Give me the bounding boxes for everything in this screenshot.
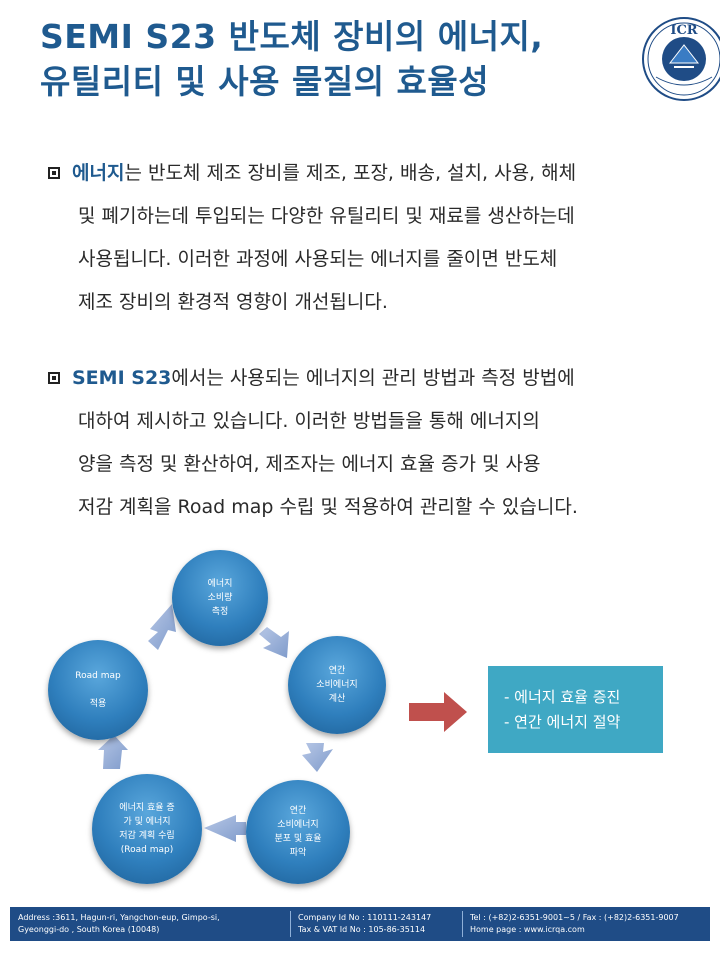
paragraph-1-line-2: 및 폐기하는데 투입되는 다양한 유틸리티 및 재료를 생산하는데 <box>78 205 575 227</box>
paragraph-2-line-2: 대하여 제시하고 있습니다. 이러한 방법들을 통해 에너지의 <box>78 410 540 432</box>
cycle-node-distribution-label: 연간 소비에너지 분포 및 효율 파악 <box>274 806 322 858</box>
footer-tax-id: Tax & VAT Id No : 105-86-35114 <box>298 925 426 934</box>
result-item-saving: - 연간 에너지 절약 <box>504 712 621 731</box>
cycle-node-roadmap-plan-label: 에너지 효율 증 가 및 에너지 저감 계획 수립 (Road map) <box>119 803 175 855</box>
page-title: SEMI S23 반도체 장비의 에너지, 유틸리티 및 사용 물질의 효율성 <box>40 14 640 104</box>
cycle-arrow-3-icon <box>204 815 246 842</box>
cycle-node-annual-calc-label: 연간 소비에너지 계산 <box>316 666 358 704</box>
logo-text: ICR <box>670 23 697 38</box>
paragraph-1-line-4: 제조 장비의 환경적 영향이 개선됩니다. <box>78 291 388 313</box>
cycle-arrow-4-icon <box>98 735 128 769</box>
paragraph-semi-s23: SEMI S23에서는 사용되는 에너지의 관리 방법과 측정 방법에 대하여 … <box>48 357 688 529</box>
paragraph-energy: 에너지는 반도체 제조 장비를 제조, 포장, 배송, 설치, 사용, 해체 및… <box>48 152 688 324</box>
paragraph-1-line-1-text: 는 반도체 제조 장비를 제조, 포장, 배송, 설치, 사용, 해체 <box>124 162 577 184</box>
cycle-node-roadmap-apply: Road map 적용 <box>48 640 148 740</box>
cycle-arrow-2-icon <box>302 743 333 772</box>
paragraph-1-line-3: 사용됩니다. 이러한 과정에 사용되는 에너지를 줄이면 반도체 <box>78 248 558 270</box>
footer-contact: Tel : (+82)2-6351-9001~5 / Fax : (+82)2-… <box>470 912 679 936</box>
energy-highlight: 에너지 <box>72 162 125 184</box>
footer-address-line-1: Address :3611, Hagun-ri, Yangchon-eup, G… <box>18 913 220 922</box>
cycle-node-roadmap-plan: 에너지 효율 증 가 및 에너지 저감 계획 수립 (Road map) <box>92 774 202 884</box>
title-line-2: 유틸리티 및 사용 물질의 효율성 <box>40 62 490 101</box>
footer-divider <box>462 911 463 937</box>
footer-divider <box>290 911 291 937</box>
square-bullet-icon <box>48 372 60 384</box>
cycle-node-roadmap-apply-label: Road map 적용 <box>75 671 121 709</box>
cycle-node-measure-label: 에너지 소비량 측정 <box>207 579 233 617</box>
cycle-arrow-1-icon <box>259 627 289 658</box>
paragraph-2-line-3: 양을 측정 및 환산하여, 제조자는 에너지 효율 증가 및 사용 <box>78 453 541 475</box>
paragraph-1-line-1: 에너지는 반도체 제조 장비를 제조, 포장, 배송, 설치, 사용, 해체 <box>48 152 688 195</box>
result-arrow-icon <box>409 692 467 732</box>
cycle-node-distribution: 연간 소비에너지 분포 및 효율 파악 <box>246 780 350 884</box>
cycle-node-measure: 에너지 소비량 측정 <box>172 550 268 646</box>
square-bullet-icon <box>48 167 60 179</box>
cycle-node-annual-calc: 연간 소비에너지 계산 <box>288 636 386 734</box>
cycle-arrow-5-icon <box>148 604 176 650</box>
result-item-efficiency: - 에너지 효율 증진 <box>504 687 621 706</box>
semi-s23-highlight: SEMI S23 <box>72 367 172 389</box>
paragraph-2-line-1-text: 에서는 사용되는 에너지의 관리 방법과 측정 방법에 <box>171 367 575 389</box>
paragraph-2-line-1: SEMI S23에서는 사용되는 에너지의 관리 방법과 측정 방법에 <box>48 357 688 400</box>
footer-company: Company Id No : 110111-243147 Tax & VAT … <box>298 912 431 936</box>
footer: Address :3611, Hagun-ri, Yangchon-eup, G… <box>10 907 710 941</box>
icr-logo: ICR <box>642 17 720 101</box>
result-box: - 에너지 효율 증진 - 연간 에너지 절약 <box>488 666 663 753</box>
footer-company-id: Company Id No : 110111-243147 <box>298 913 432 922</box>
cycle-diagram-arrows <box>98 604 467 842</box>
footer-address: Address :3611, Hagun-ri, Yangchon-eup, G… <box>18 912 220 936</box>
title-line-1: SEMI S23 반도체 장비의 에너지, <box>40 17 544 56</box>
footer-address-line-2: Gyeonggi-do , South Korea (10048) <box>18 925 160 934</box>
footer-homepage-link[interactable]: Home page : www.icrqa.com <box>470 925 585 934</box>
footer-tel-fax: Tel : (+82)2-6351-9001~5 / Fax : (+82)2-… <box>470 913 679 922</box>
paragraph-2-line-4: 저감 계획을 Road map 수립 및 적용하여 관리할 수 있습니다. <box>78 496 578 518</box>
